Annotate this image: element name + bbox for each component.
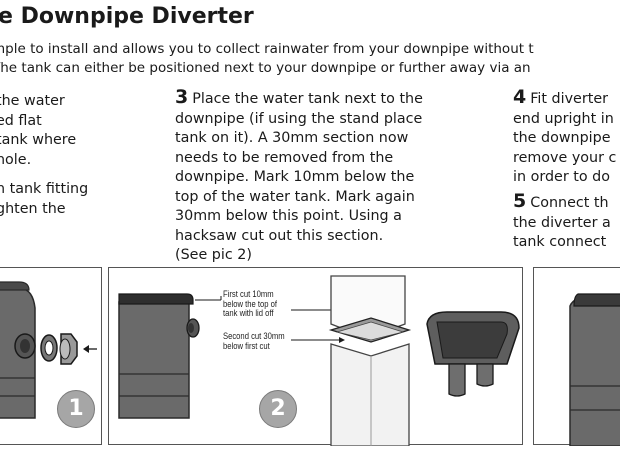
intro-line: The tank can either be positioned next t… [0, 60, 531, 76]
step-text-line: needs to be removed from the [175, 149, 394, 166]
step-text-line: the diverter a [513, 214, 611, 231]
step-text-line: tank on it). A 30mm section now [175, 130, 409, 146]
step-text-line: (See pic 2) [175, 247, 252, 263]
annotation-line: below the top of [223, 298, 278, 309]
annotation-line: First cut 10mm [223, 289, 274, 299]
downpipe-cut-illustration [118, 275, 520, 446]
step-text-line: ghten the [0, 200, 66, 217]
tank-illustration [569, 293, 620, 446]
step-text-line: in order to do [513, 169, 610, 185]
step-number: 3 [175, 86, 189, 108]
step-number: 5 [513, 190, 527, 212]
page-title: e Downpipe Diverter [0, 4, 254, 29]
step-text-line: end upright in [513, 110, 614, 127]
annotation-second-cut: Second cut 30mm below first cut [223, 331, 285, 351]
step-text-line: hacksaw cut out this section. [175, 227, 384, 244]
step-badge: 1 [57, 390, 95, 428]
step-number: 4 [513, 86, 527, 108]
annotation-line: below first cut [223, 340, 270, 351]
step-text-line: the downpipe [513, 130, 611, 146]
step-text-line: downpipe. Mark 10mm below the [175, 169, 415, 185]
tank-fitting-illustration [0, 281, 97, 419]
step-text-line: Connect th [530, 195, 609, 211]
step-text-line: Place the water tank next to the [192, 91, 423, 107]
step-text-line: Fit diverter [530, 91, 609, 107]
step-left-partial: the water ed flat tank where hole. n tan… [0, 92, 88, 219]
step-text-line: n tank fitting [0, 181, 89, 197]
annotation-line: tank with lid off [223, 308, 274, 318]
step-badge: 2 [259, 390, 297, 428]
step-text-line: remove your c [513, 149, 617, 166]
intro-paragraph: mple to install and allows you to collec… [0, 40, 534, 78]
step-text-line: tank connect [513, 234, 607, 250]
step-text-line: the water [0, 93, 65, 109]
step-text-line: hole. [0, 151, 32, 168]
step-text-line: downpipe (if using the stand place [175, 110, 423, 127]
intro-line: mple to install and allows you to collec… [0, 41, 534, 57]
illustration-panel-3 [533, 267, 620, 446]
annotation-first-cut: First cut 10mm below the top of tank wit… [223, 289, 278, 319]
step-text-line: 30mm below this point. Using a [175, 208, 402, 224]
step-text-line: ed flat [0, 112, 42, 129]
step-text-line: tank where [0, 132, 77, 148]
illustration-panel-1: 1 [0, 267, 102, 445]
annotation-line: Second cut 30mm [223, 331, 285, 341]
step-text-line [0, 170, 88, 180]
illustration-panel-2: First cut 10mm below the top of tank wit… [108, 267, 523, 446]
step-text-line: top of the water tank. Mark again [175, 188, 415, 205]
